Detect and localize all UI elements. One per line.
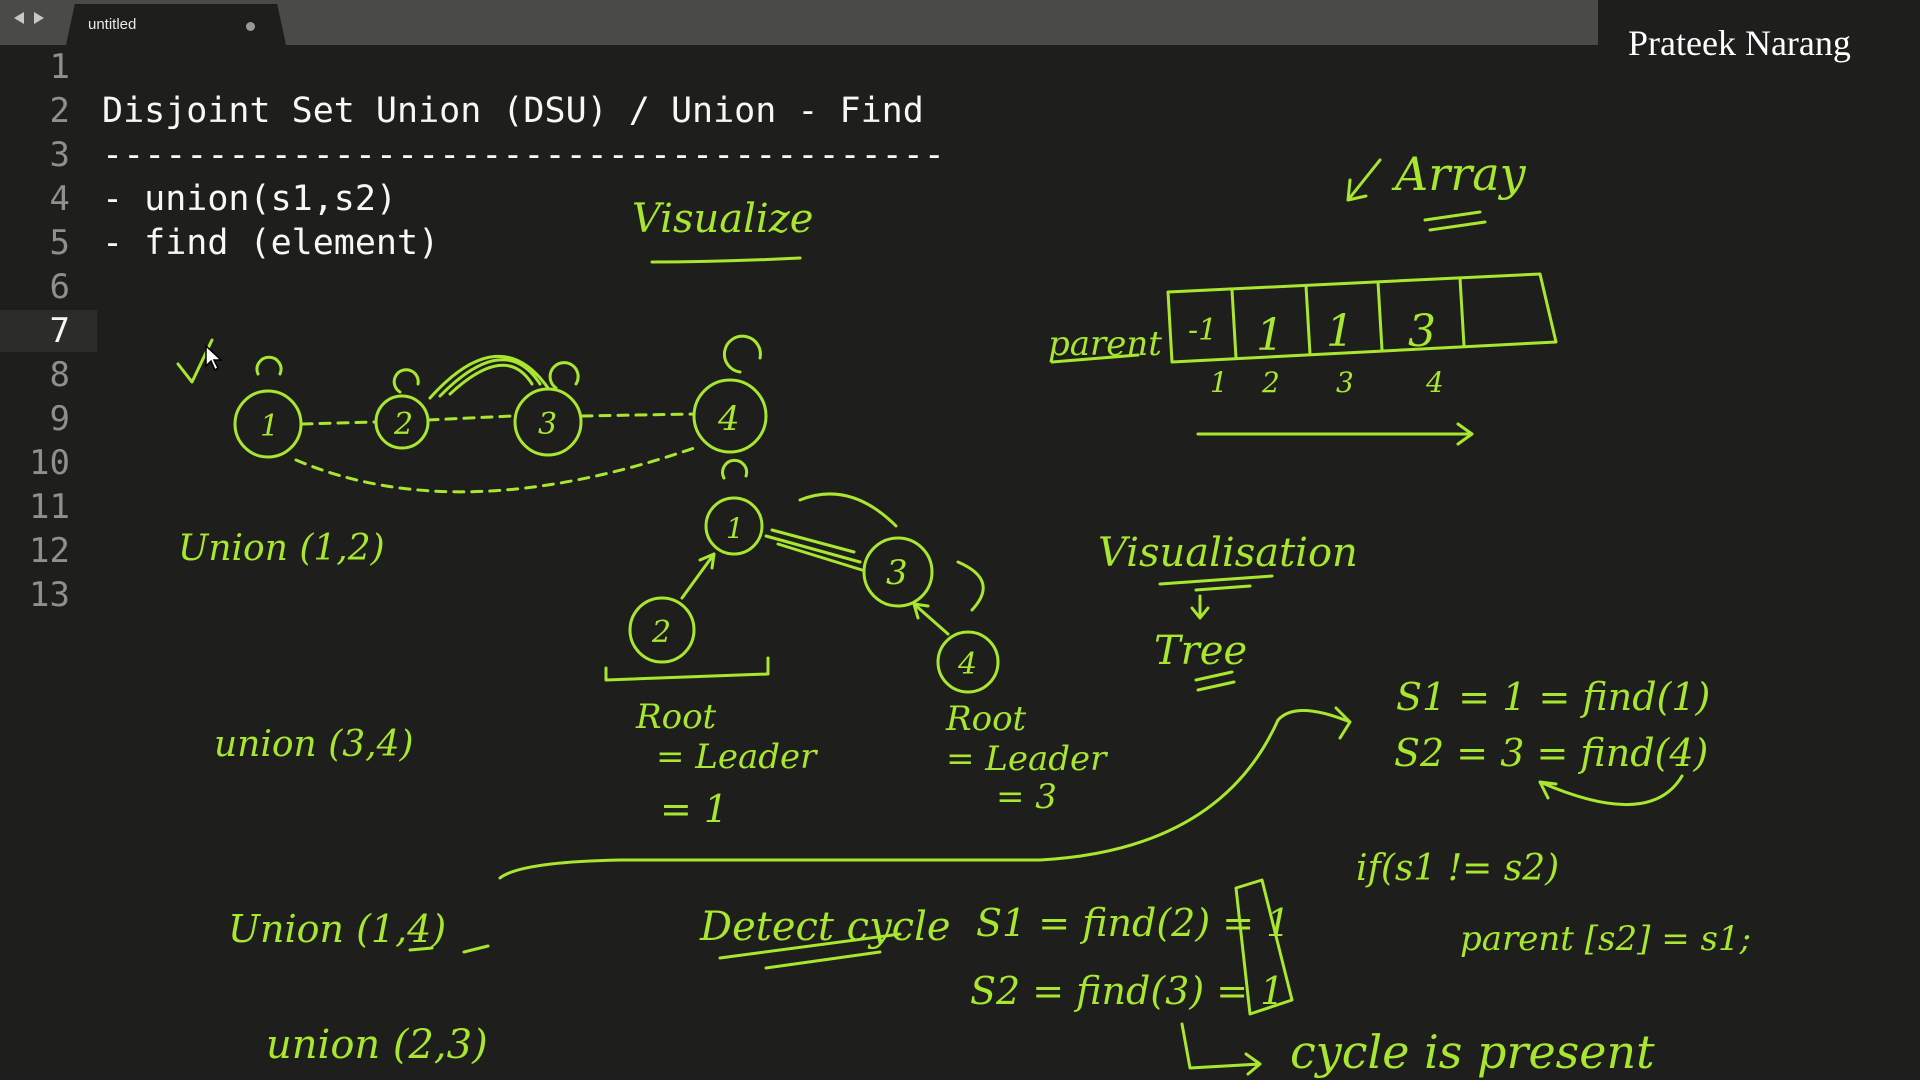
tree-node — [936, 630, 1000, 694]
underline — [408, 944, 490, 954]
graph-edges — [300, 412, 696, 426]
down-arrow — [1158, 574, 1274, 620]
array-cell-dividers — [1230, 276, 1466, 360]
line-number: 5 — [49, 223, 70, 263]
line-number: 13 — [29, 575, 70, 615]
bracket — [604, 656, 770, 682]
underline — [1194, 670, 1236, 692]
self-loop — [255, 334, 762, 394]
visualize-label: Visualize — [632, 196, 813, 242]
tab-bar: untitled — [0, 0, 1598, 45]
line-number: 9 — [49, 399, 70, 439]
leader-label: = Leader — [946, 739, 1108, 779]
code-line-find[interactable]: - find (element) — [102, 223, 440, 263]
current-line-highlight — [0, 310, 97, 352]
tree-node-label: 2 — [651, 615, 671, 650]
if-condition-text: if(s1 != s2) — [1356, 848, 1559, 889]
array-cell-value: 1 — [1256, 310, 1284, 361]
union-3-4-label: union (3,4) — [214, 724, 414, 765]
mouse-pointer-icon — [205, 344, 223, 372]
s2-find-text: S2 = 3 = find(4) — [1394, 731, 1708, 775]
back-arrow-icon[interactable] — [14, 12, 24, 24]
parent-assign-text: parent [s2] = s1; — [1460, 919, 1751, 959]
array-index: 3 — [1336, 366, 1354, 399]
forward-arrow-icon[interactable] — [34, 12, 44, 24]
line-number-current: 7 — [49, 311, 70, 351]
tree-edge — [680, 552, 716, 600]
union-1-2-label: Union (1,2) — [178, 528, 385, 569]
arrow — [1180, 1022, 1262, 1076]
graph-node-label: 3 — [538, 407, 557, 442]
code-line-divider[interactable]: ---------------------------------------- — [102, 135, 945, 175]
leader-label: = Leader — [656, 737, 818, 777]
tree-node — [628, 596, 696, 664]
line-number: 11 — [29, 487, 70, 527]
union-2-3-label: union (2,3) — [266, 1022, 488, 1068]
root-label: Root — [945, 699, 1027, 739]
s1-find2-text: S1 = find(2) = 1 — [976, 901, 1290, 945]
graph-edge-curve — [294, 444, 702, 494]
code-line-union[interactable]: - union(s1,s2) — [102, 179, 398, 219]
tree-node — [704, 496, 764, 556]
long-arrow — [498, 706, 1352, 880]
line-number: 10 — [29, 443, 70, 483]
root-label: Root — [635, 697, 717, 737]
line-number: 12 — [29, 531, 70, 571]
tree-label: Tree — [1154, 628, 1247, 674]
array-index: 4 — [1425, 366, 1444, 399]
underline — [718, 932, 902, 970]
underline — [1050, 353, 1140, 364]
check-arrow — [1346, 158, 1382, 202]
unsaved-dot-icon[interactable] — [246, 22, 255, 31]
leader-value: = 3 — [996, 777, 1057, 817]
visualisation-label: Visualisation — [1098, 530, 1358, 576]
graph-node-label: 4 — [717, 399, 740, 439]
tree-node-label: 3 — [886, 553, 908, 593]
graph-node-label: 2 — [393, 407, 413, 442]
tree-node-label: 4 — [957, 647, 977, 682]
line-number: 8 — [49, 355, 70, 395]
array-index: 2 — [1261, 366, 1280, 399]
tree-edge — [764, 528, 864, 572]
line-number: 6 — [49, 267, 70, 307]
union-arc — [428, 354, 550, 400]
line-number: 3 — [49, 135, 70, 175]
right-arrow — [1196, 422, 1474, 446]
cycle-present-text: cycle is present — [1290, 1025, 1655, 1079]
s1-find-text: S1 = 1 = find(1) — [1396, 675, 1710, 719]
tree-node — [862, 536, 934, 608]
underline — [650, 256, 802, 264]
tree-edge — [912, 602, 950, 636]
array-cell-value: 1 — [1326, 306, 1354, 357]
leader-value: = 1 — [660, 787, 728, 831]
graph-node — [692, 378, 768, 454]
tab-untitled[interactable]: untitled — [66, 4, 286, 45]
s2-find3-text: S2 = find(3) = 1 — [970, 969, 1284, 1013]
line-number: 2 — [49, 91, 70, 131]
code-line-title[interactable]: Disjoint Set Union (DSU) / Union - Find — [102, 91, 924, 131]
tree-node-label: 1 — [726, 512, 744, 545]
underline — [1423, 210, 1487, 232]
union-1-4-label: Union (1,4) — [228, 907, 446, 951]
graph-node — [374, 394, 430, 450]
tree-arrows — [721, 458, 985, 612]
curved-arrow — [1538, 774, 1684, 806]
array-cell-value: 3 — [1408, 306, 1436, 357]
presenter-badge: Prateek Narang — [1598, 0, 1920, 70]
array-label: Array — [1391, 147, 1527, 201]
tab-title: untitled — [88, 16, 137, 33]
line-number: 4 — [49, 179, 70, 219]
parent-array-box — [1166, 272, 1558, 364]
array-cell-value: -1 — [1188, 313, 1217, 348]
line-number: 1 — [49, 47, 70, 87]
graph-node-label: 1 — [260, 409, 279, 444]
detect-cycle-label: Detect cycle — [699, 904, 951, 950]
bracket-box — [1234, 878, 1294, 1016]
array-index: 1 — [1210, 366, 1228, 399]
presenter-name: Prateek Narang — [1628, 23, 1851, 63]
